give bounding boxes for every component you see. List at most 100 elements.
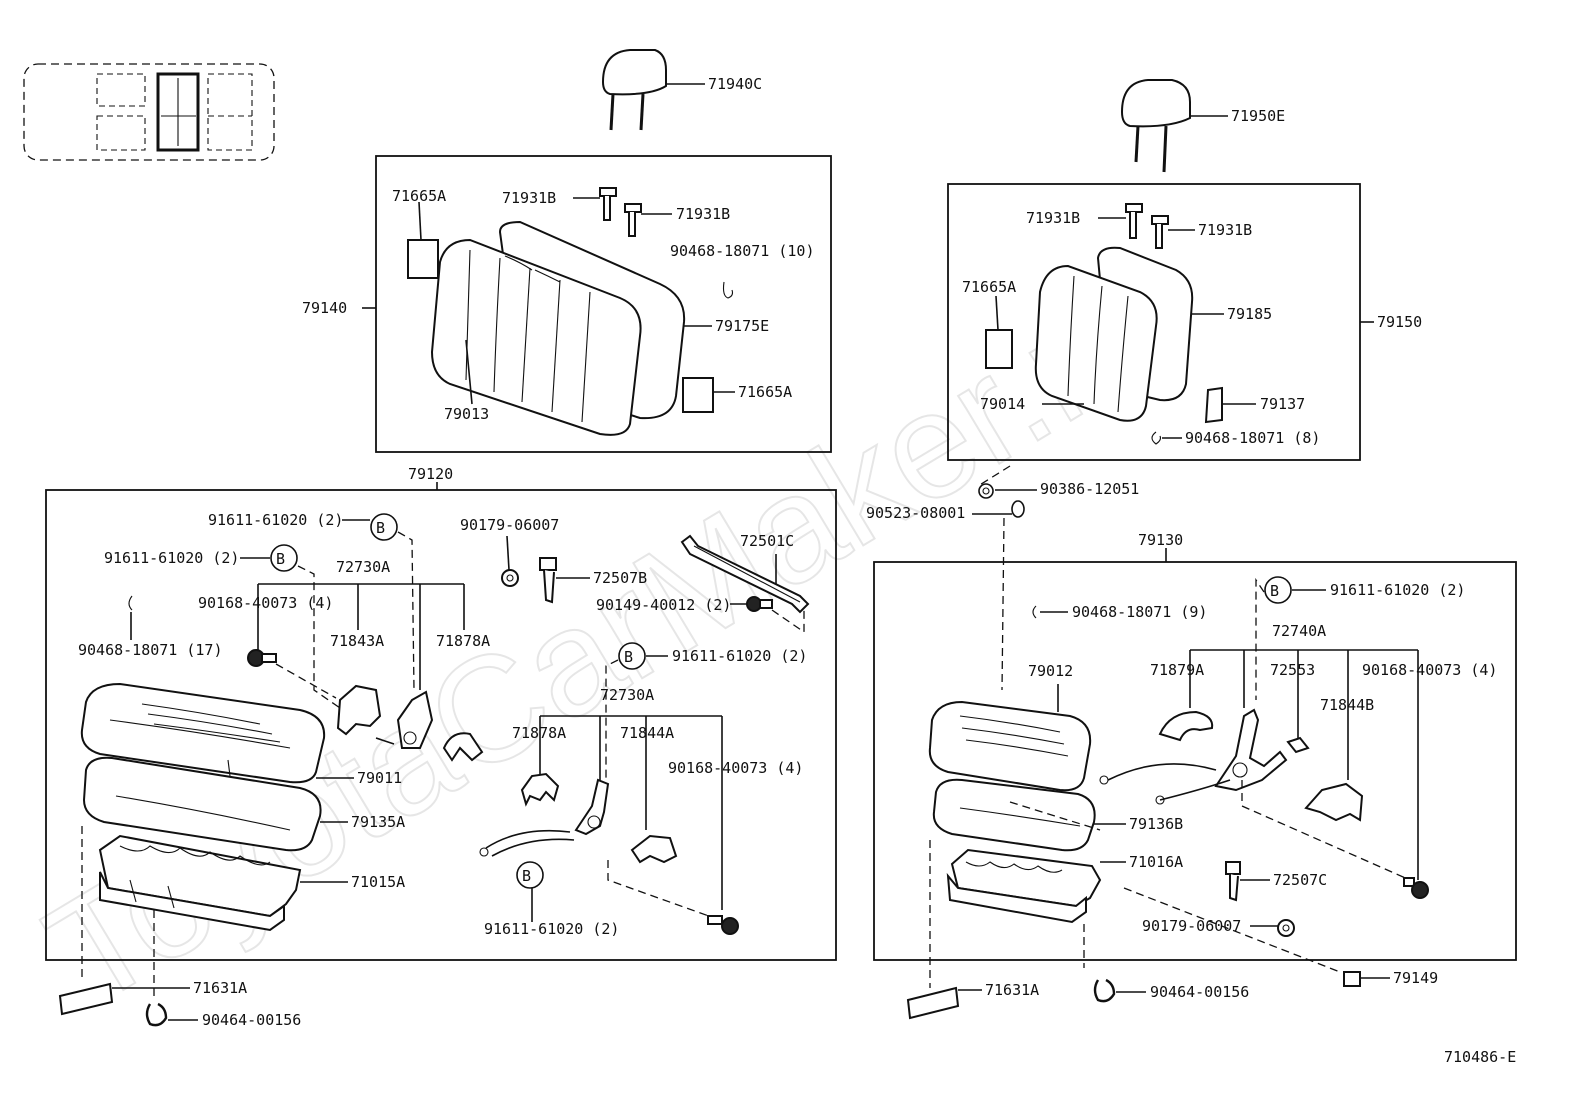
label-79175E: 79175E: [715, 317, 769, 335]
label-91611-c: 91611-61020 (2): [672, 647, 807, 665]
clip-71931B-b-icon: [624, 203, 642, 237]
label-71879A: 71879A: [1150, 661, 1204, 679]
cover-71878A-b-icon: [520, 772, 560, 807]
screw-90168-b-icon: [707, 915, 739, 935]
label-79136B: 79136B: [1129, 815, 1183, 833]
label-71931B-c: 71931B: [1026, 209, 1080, 227]
label-90168-b: 90168-40073 (4): [668, 759, 803, 777]
label-71940C: 71940C: [708, 75, 762, 93]
cover-71879A-icon: [1158, 710, 1214, 742]
label-72507B: 72507B: [593, 569, 647, 587]
label-71843A: 71843A: [330, 632, 384, 650]
label-71878A-b: 71878A: [512, 724, 566, 742]
pad-71631A-right-icon: [906, 986, 960, 1020]
marker-b1: B: [370, 513, 398, 541]
clip-71931B-c-icon: [1125, 203, 1143, 239]
cover-71843A-icon: [336, 684, 382, 736]
label-72730A-b: 72730A: [600, 686, 654, 704]
bolt-90386-icon: [978, 483, 994, 499]
label-71878A-a: 71878A: [436, 632, 490, 650]
bracket-72507C-icon: [1225, 861, 1241, 902]
label-71016A: 71016A: [1129, 853, 1183, 871]
label-79149: 79149: [1393, 969, 1438, 987]
label-90464-00156-a: 90464-00156: [202, 1011, 301, 1029]
label-91611-d: 91611-61020 (2): [484, 920, 619, 938]
label-71665A-a: 71665A: [392, 187, 446, 205]
label-72730A-a: 72730A: [336, 558, 390, 576]
nut-90179-icon: [501, 569, 519, 587]
cushion-frame-right-icon: [946, 848, 1102, 924]
label-79011: 79011: [357, 769, 402, 787]
label-79120: 79120: [408, 465, 453, 483]
marker-b4: B: [516, 861, 544, 889]
cover-71878A-a-icon: [442, 732, 484, 762]
label-79140: 79140: [302, 299, 347, 317]
hog-ring-icon: [722, 281, 734, 299]
label-90468-8: 90468-18071 (8): [1185, 429, 1320, 447]
label-91611-b: 91611-61020 (2): [104, 549, 239, 567]
label-79150: 79150: [1377, 313, 1422, 331]
hog-ring-icon: [1032, 605, 1037, 619]
label-90179-06007-b: 90179-06007: [1142, 917, 1241, 935]
bolt-90149-icon: [746, 596, 773, 612]
clip-71931B-d-icon: [1151, 215, 1169, 249]
lever-mechanism-a-icon: [375, 690, 434, 749]
seat-layout-key-icon: [23, 63, 275, 161]
cushion-top-left-icon: [80, 682, 326, 784]
label-71844A: 71844A: [620, 724, 674, 742]
cushion-right-box: [873, 561, 1517, 961]
label-72501C: 72501C: [740, 532, 794, 550]
label-79012: 79012: [1028, 662, 1073, 680]
diagram-code: 710486-E: [1444, 1048, 1516, 1066]
label-79014: 79014: [980, 395, 1025, 413]
label-71631A-b: 71631A: [985, 981, 1039, 999]
label-79135A: 79135A: [351, 813, 405, 831]
seatback-right-icon: [985, 246, 1223, 424]
label-90149-40012: 90149-40012 (2): [596, 596, 731, 614]
cushion-frame-left-icon: [98, 834, 302, 932]
hog-ring-icon: [1151, 431, 1162, 445]
label-91611-e: 91611-61020 (2): [1330, 581, 1465, 599]
washer-90523-icon: [1011, 500, 1025, 518]
label-71665A-b: 71665A: [738, 383, 792, 401]
label-71931B-a: 71931B: [502, 189, 556, 207]
nut-90179-b-icon: [1277, 919, 1295, 937]
pad-71631A-left-icon: [58, 982, 114, 1016]
screw-90168-a-icon: [247, 649, 277, 667]
marker-b3: B: [618, 642, 646, 670]
hog-ring-icon: [128, 595, 133, 611]
svg-text:B: B: [1270, 582, 1279, 600]
label-79013: 79013: [444, 405, 489, 423]
svg-text:B: B: [376, 519, 385, 537]
label-90168-a: 90168-40073 (4): [198, 594, 333, 612]
cover-71844A-icon: [630, 834, 678, 864]
cover-71844B-icon: [1304, 782, 1364, 822]
label-71931B-b: 71931B: [676, 205, 730, 223]
marker-b5: B: [1264, 576, 1292, 604]
label-90386-12051: 90386-12051: [1040, 480, 1139, 498]
clip-90464-left-icon: [145, 1002, 168, 1027]
cushion-pad-left-icon: [82, 756, 322, 852]
label-79137: 79137: [1260, 395, 1305, 413]
clip-71931B-a-icon: [599, 187, 617, 221]
label-71015A: 71015A: [351, 873, 405, 891]
seatback-left-icon: [407, 220, 714, 436]
label-71844B: 71844B: [1320, 696, 1374, 714]
lever-mechanism-c-icon: [1099, 708, 1288, 805]
clip-72553-icon: [1286, 736, 1310, 754]
label-72740A: 72740A: [1272, 622, 1326, 640]
cushion-top-right-icon: [928, 700, 1092, 792]
label-72553: 72553: [1270, 661, 1315, 679]
svg-text:B: B: [276, 550, 285, 568]
label-79185: 79185: [1227, 305, 1272, 323]
label-79130: 79130: [1138, 531, 1183, 549]
headrest-right-icon: [1120, 79, 1191, 173]
label-90168-c: 90168-40073 (4): [1362, 661, 1497, 679]
headrest-left-icon: [601, 49, 667, 131]
marker-b2: B: [270, 544, 298, 572]
label-71665A-c: 71665A: [962, 278, 1016, 296]
screw-90168-c-icon: [1403, 877, 1429, 899]
label-91611-a: 91611-61020 (2): [208, 511, 343, 529]
svg-text:B: B: [522, 867, 531, 885]
